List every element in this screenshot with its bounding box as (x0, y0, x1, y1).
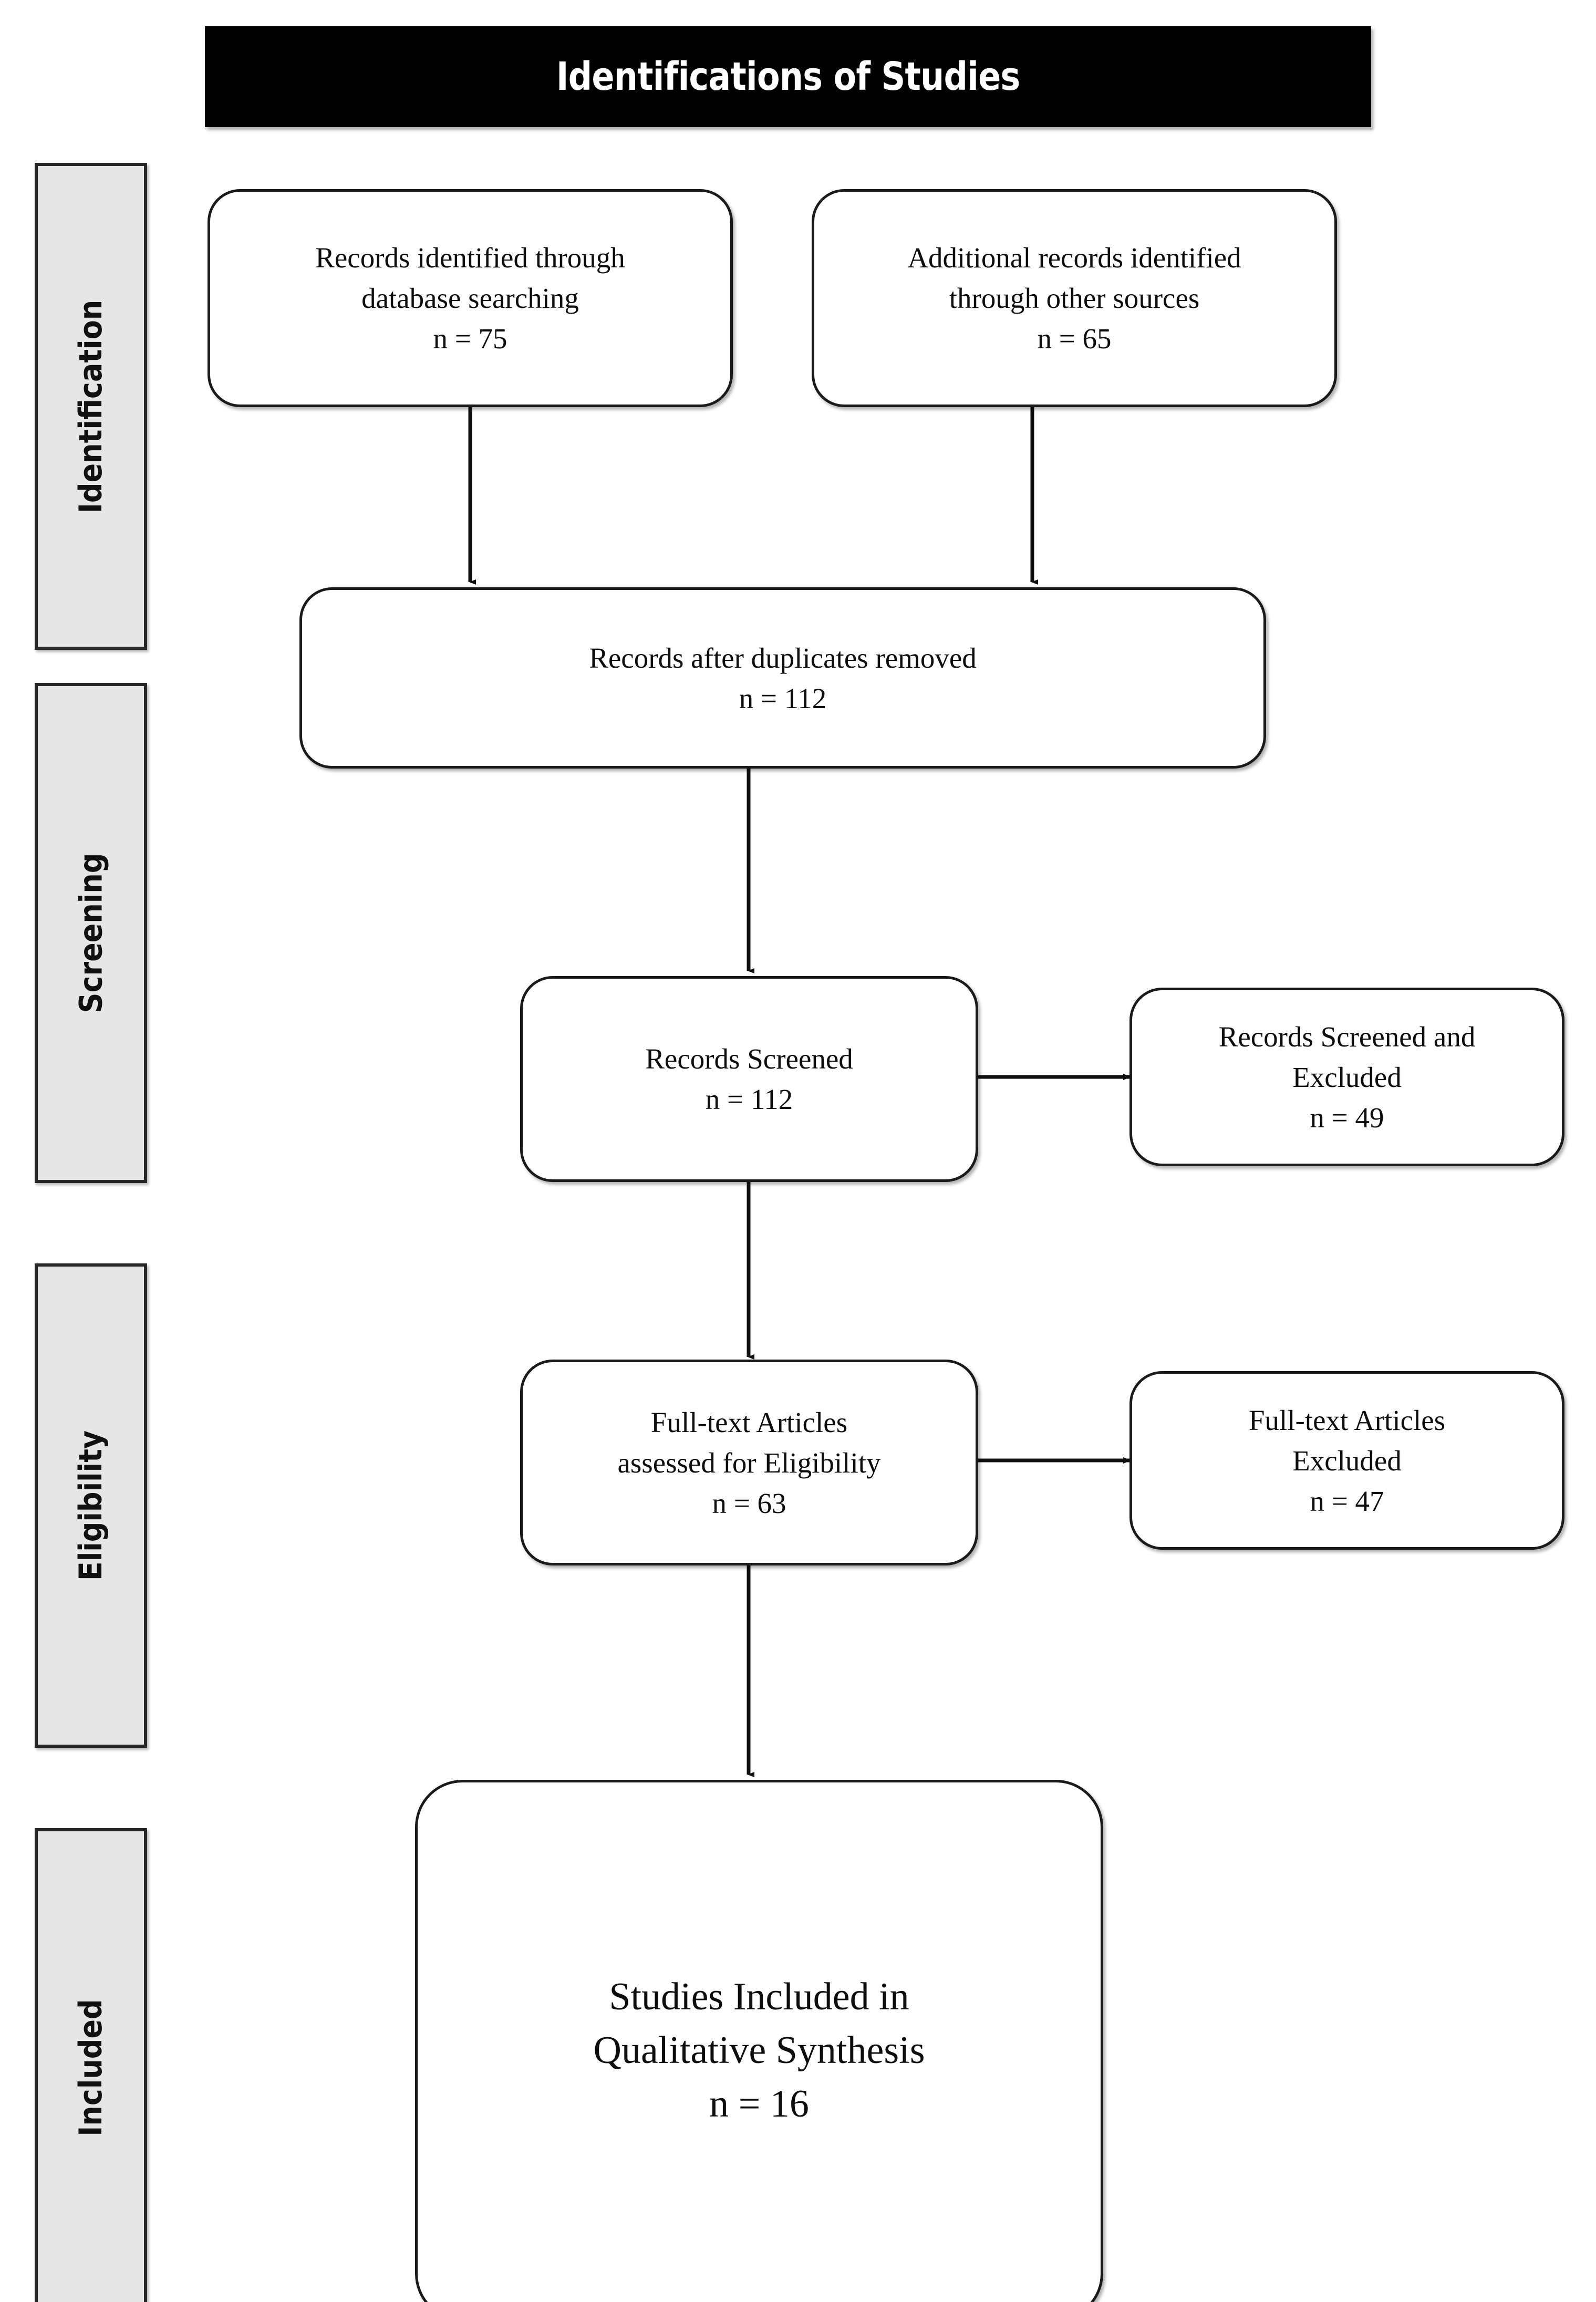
box-records-database-search: Records identified through database sear… (208, 189, 733, 407)
box-count: n = 65 (1037, 323, 1112, 355)
box-fulltext-articles-excluded: Full-text Articles Excluded n = 47 (1129, 1371, 1564, 1550)
stage-label-eligibility: Eligibility (72, 1430, 110, 1581)
box-line-1: Studies Included in (609, 1975, 909, 2018)
box-records-screened-and-excluded: Records Screened and Excluded n = 49 (1129, 988, 1564, 1166)
box-line-1: Records after duplicates removed (589, 641, 977, 674)
box-studies-included-qualitative-synthesis: Studies Included in Qualitative Synthesi… (415, 1780, 1103, 2302)
box-records-after-duplicates-removed: Records after duplicates removed n = 112 (299, 587, 1266, 769)
box-line-2: database searching (361, 282, 579, 314)
stage-band-eligibility: Eligibility (35, 1263, 147, 1748)
box-count: n = 75 (433, 323, 507, 355)
stage-label-screening: Screening (72, 853, 110, 1013)
box-line-2: Qualitative Synthesis (593, 2028, 925, 2072)
stage-band-screening: Screening (35, 683, 147, 1183)
box-line-1: Records Screened and (1218, 1020, 1476, 1053)
box-line-2: through other sources (949, 282, 1200, 314)
box-line-1: Records identified through (315, 242, 625, 274)
box-count: n = 47 (1310, 1485, 1384, 1517)
box-count: n = 112 (705, 1083, 793, 1115)
box-line-1: Full-text Articles (650, 1406, 848, 1438)
stage-band-identification: Identification (35, 163, 147, 650)
box-line-1: Additional records identified (907, 242, 1241, 274)
page-title: Identifications of Studies (556, 54, 1020, 99)
box-line-2: Excluded (1292, 1444, 1402, 1477)
box-records-screened: Records Screened n = 112 (520, 976, 978, 1182)
box-count: n = 49 (1310, 1101, 1384, 1134)
stage-label-identification: Identification (72, 299, 110, 513)
box-count: n = 112 (739, 682, 827, 714)
box-additional-records-other-sources: Additional records identified through ot… (812, 189, 1337, 407)
stage-label-included: Included (72, 1999, 110, 2137)
box-line-1: Full-text Articles (1248, 1404, 1446, 1436)
box-count: n = 16 (709, 2082, 809, 2126)
stage-band-included: Included (35, 1828, 147, 2302)
box-line-2: Excluded (1292, 1061, 1402, 1093)
box-fulltext-assessed-eligibility: Full-text Articles assessed for Eligibil… (520, 1360, 978, 1565)
box-count: n = 63 (712, 1487, 786, 1519)
box-line-2: assessed for Eligibility (617, 1446, 881, 1479)
diagram-title-banner: Identifications of Studies (205, 26, 1371, 127)
box-line-1: Records Screened (645, 1043, 853, 1075)
